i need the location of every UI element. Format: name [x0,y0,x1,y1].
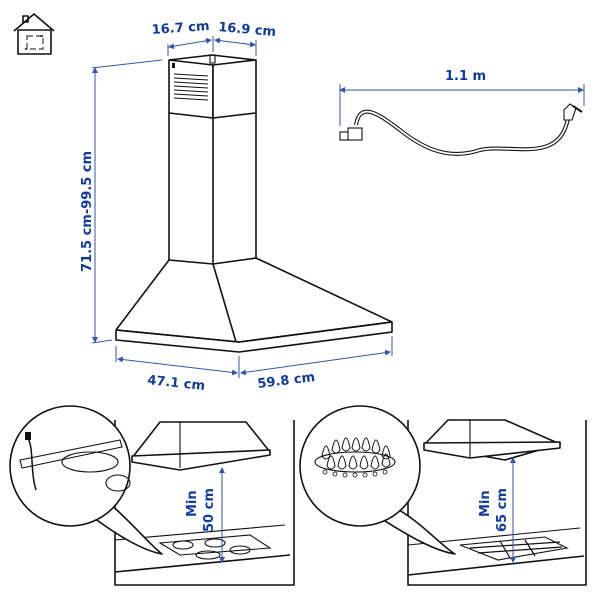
gas-hob-installation [299,405,587,586]
gas-min-label: Min [478,490,493,517]
hood-width-label: 59.8 cm [257,370,316,392]
gas-distance-label: 65 cm [495,488,510,532]
range-hood-drawing [115,54,393,353]
dimension-lines [91,36,393,378]
height-range-label: 71.5 cm-99.5 cm [80,151,95,272]
hood-depth-label: 47.1 cm [147,373,206,394]
power-cord-drawing [339,84,585,156]
electric-hob-installation [9,405,295,586]
house-recirculation-icon [13,13,55,55]
electric-min-label: Min [185,490,200,517]
chimney-depth-label: 16.7 cm [151,19,210,38]
cord-length-label: 1.1 m [445,69,486,84]
electric-distance-label: 50 cm [202,488,217,532]
chimney-width-label: 16.9 cm [218,20,277,40]
